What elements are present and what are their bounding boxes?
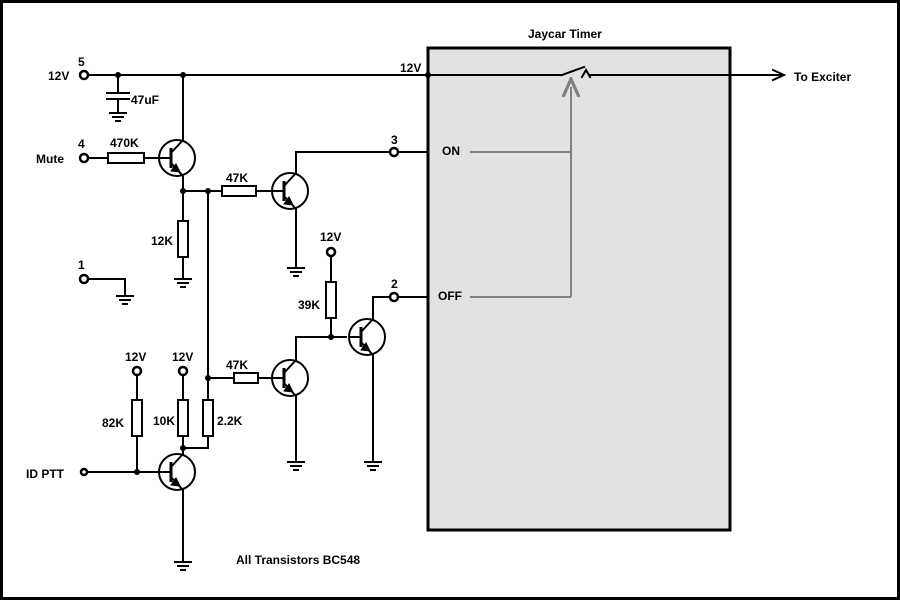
transistor-q3 bbox=[348, 318, 386, 356]
resistor-47k-bottom bbox=[233, 372, 259, 384]
timer-block bbox=[426, 46, 732, 532]
rail-39k-12v-label: 12V bbox=[320, 230, 341, 244]
resistor-47k-top bbox=[221, 185, 257, 197]
supply-12v-label: 12V bbox=[48, 69, 69, 83]
resistors bbox=[107, 152, 337, 437]
timer-internal-links bbox=[470, 87, 571, 298]
transistor-q5 bbox=[158, 453, 196, 491]
timer-off-label: OFF bbox=[438, 289, 462, 303]
id-ptt-label: ID PTT bbox=[26, 467, 65, 481]
resistor-2k2-label: 2.2K bbox=[217, 414, 243, 428]
timer-on-label: ON bbox=[442, 144, 460, 158]
resistor-12k-label: 12K bbox=[151, 234, 173, 248]
rail-10k-12v-label: 12V bbox=[172, 350, 193, 364]
pin-1-label: 1 bbox=[78, 258, 85, 272]
mute-label: Mute bbox=[36, 152, 64, 166]
resistor-82k-label: 82K bbox=[102, 416, 124, 430]
pin-3-label: 3 bbox=[391, 133, 398, 147]
terminals bbox=[78, 69, 400, 477]
pin-5-label: 5 bbox=[78, 55, 85, 69]
capacitor-47uf-label: 47uF bbox=[131, 93, 159, 107]
timer-title: Jaycar Timer bbox=[528, 27, 602, 41]
resistor-10k-label: 10K bbox=[153, 414, 175, 428]
transistor-q1 bbox=[158, 139, 196, 177]
resistor-39k bbox=[325, 281, 337, 319]
labels: 5 12V 47uF 4 Mute 470K 12K 47K 1 3 ON 2 … bbox=[26, 55, 851, 567]
resistor-47k-top-label: 47K bbox=[226, 171, 248, 185]
transistor-note: All Transistors BC548 bbox=[236, 553, 360, 567]
wires bbox=[87, 65, 787, 571]
pin-2-label: 2 bbox=[391, 277, 398, 291]
to-exciter-label: To Exciter bbox=[794, 70, 851, 84]
transistors bbox=[158, 139, 386, 491]
resistor-39k-label: 39K bbox=[298, 298, 320, 312]
resistor-47k-bottom-label: 47K bbox=[226, 358, 248, 372]
junction-dots bbox=[115, 72, 431, 475]
resistor-82k bbox=[131, 399, 143, 437]
resistor-2k2 bbox=[202, 399, 214, 437]
transistor-q4 bbox=[271, 359, 309, 397]
resistor-12k bbox=[177, 220, 189, 258]
resistor-470k bbox=[107, 152, 145, 164]
rail-82k-12v-label: 12V bbox=[125, 350, 146, 364]
transistor-q2 bbox=[271, 172, 309, 210]
pin-4-label: 4 bbox=[78, 137, 85, 151]
timer-supply-label: 12V bbox=[400, 61, 421, 75]
resistor-470k-label: 470K bbox=[110, 136, 139, 150]
resistor-10k bbox=[177, 399, 189, 437]
